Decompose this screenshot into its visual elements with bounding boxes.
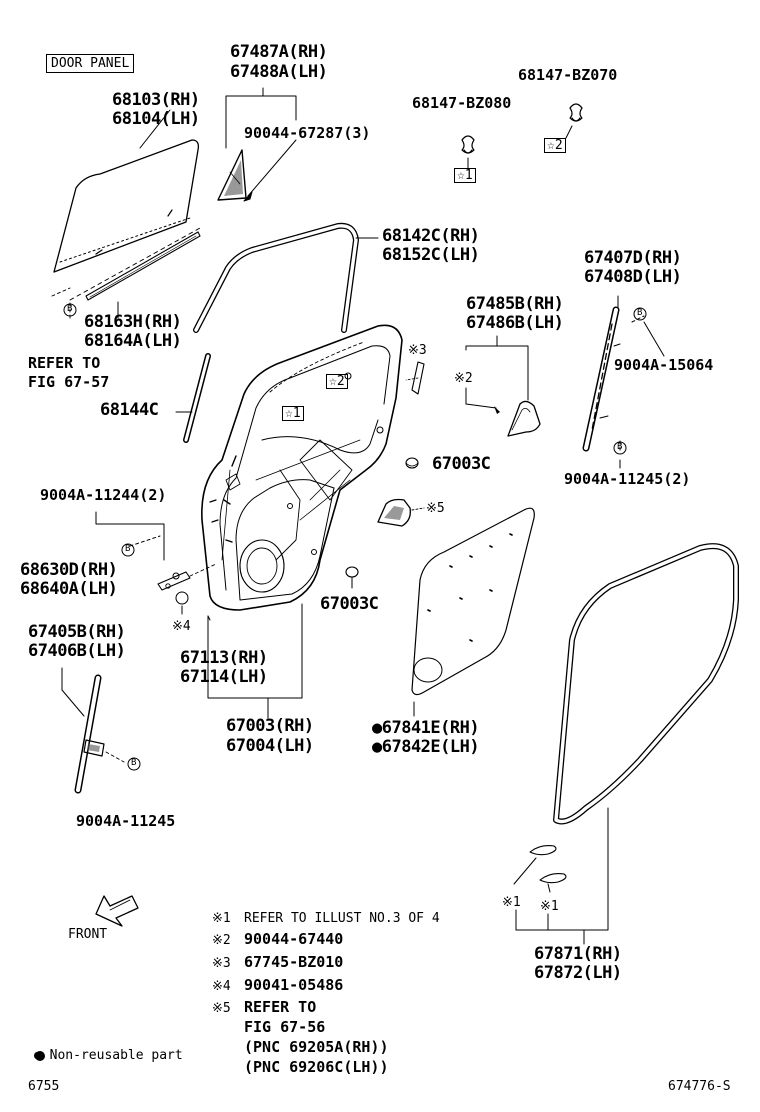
b-marker: B	[125, 544, 131, 554]
note-text: 90041-05486	[244, 976, 344, 994]
legend-dot-icon	[35, 1051, 45, 1061]
b-marker: B	[131, 758, 137, 768]
note-text: REFER TO ILLUST NO.3 OF 4	[244, 911, 440, 926]
leader-lines	[515, 807, 609, 945]
glass-run-channel	[193, 222, 379, 333]
part-number: 67003C	[320, 594, 379, 614]
part-number: 9004A-11244(2)	[40, 486, 167, 504]
kome-marker: ※3	[408, 343, 427, 358]
door-weatherstrip	[513, 543, 739, 893]
part-number: 67003C	[432, 454, 491, 474]
part-number: 68163H(RH)	[84, 312, 182, 332]
clip-bz070	[565, 103, 583, 139]
leader-lines	[465, 335, 529, 401]
part-number: 68142C(RH)	[382, 226, 480, 246]
star-marker: ☆1	[282, 406, 304, 421]
part-number: 67114(LH)	[180, 667, 268, 687]
leader-lines	[95, 315, 665, 719]
kome-marker: ※1	[502, 895, 521, 910]
part-number: 68640A(LH)	[20, 579, 118, 599]
star-marker: ☆2	[326, 374, 348, 389]
s-mark	[175, 591, 189, 605]
part-number: 67406B(LH)	[28, 641, 126, 661]
hole-plug-67003c	[345, 457, 419, 589]
part-number: 68104(LH)	[112, 109, 200, 129]
part-number: 67113(RH)	[180, 648, 268, 668]
part-number: 68103(RH)	[112, 90, 200, 110]
note-text: REFER TO	[244, 998, 317, 1016]
note-mark: ※5	[212, 1001, 231, 1016]
part-number: 67488A(LH)	[230, 62, 328, 82]
refer-note: REFER TO	[28, 354, 101, 372]
star-marker: ☆2	[544, 138, 566, 153]
note-text: (PNC 69205A(RH))	[244, 1038, 389, 1056]
service-hole-cover	[411, 507, 535, 717]
front-arrow-icon	[95, 895, 139, 927]
hole-plug-small	[405, 361, 425, 395]
note-mark: ※2	[212, 933, 231, 948]
b-marker: B	[67, 304, 73, 314]
door-side-cover	[465, 387, 541, 437]
part-number: 68147-BZ070	[518, 66, 618, 84]
part-number: 67485B(RH)	[466, 294, 564, 314]
note-mark: ※4	[212, 979, 231, 994]
rear-lower-bar	[61, 667, 125, 794]
leader-lines	[225, 87, 297, 202]
part-number: 67487A(RH)	[230, 42, 328, 62]
page-code: 6755	[28, 1079, 60, 1094]
inside-handle	[377, 498, 425, 527]
part-number: 9004A-11245	[76, 812, 176, 830]
kome-marker: ※1	[540, 899, 559, 914]
door-check	[157, 563, 217, 591]
b-marker: B	[637, 308, 643, 318]
b-circles	[63, 303, 647, 771]
part-number: 67003(RH)	[226, 716, 314, 736]
note-mark: ※1	[212, 911, 231, 926]
part-number: 67407D(RH)	[584, 248, 682, 268]
part-number: 67872(LH)	[534, 963, 622, 983]
rear-door-shell	[201, 324, 403, 611]
part-number: ●67842E(LH)	[372, 737, 480, 757]
part-number: 68144C	[100, 400, 159, 420]
part-number: 67871(RH)	[534, 944, 622, 964]
part-number: ●67841E(RH)	[372, 718, 480, 738]
part-number: 67405B(RH)	[28, 622, 126, 642]
illustration-code: 674776-S	[668, 1079, 731, 1094]
part-number: 67004(LH)	[226, 736, 314, 756]
legend-text: ● Non-reusable part	[34, 1048, 183, 1063]
note-mark: ※3	[212, 956, 231, 971]
part-number: 68147-BZ080	[412, 94, 512, 112]
part-number: 9004A-15064	[614, 356, 714, 374]
clip-bz080	[461, 135, 475, 169]
refer-note: FIG 67-57	[28, 373, 110, 391]
kome-marker: ※2	[454, 371, 473, 386]
part-number: 67408D(LH)	[584, 267, 682, 287]
note-text: 90044-67440	[244, 930, 344, 948]
kome-marker: ※5	[426, 501, 445, 516]
section-label: DOOR PANEL	[46, 54, 135, 73]
b-marker: B	[617, 442, 623, 452]
kome-marker: ※4	[172, 619, 191, 634]
part-number: 68152C(LH)	[382, 245, 480, 265]
quarter-window-glass	[217, 149, 247, 201]
part-number: 68630D(RH)	[20, 560, 118, 580]
note-text: (PNC 69206C(LH))	[244, 1058, 389, 1076]
division-bar	[582, 295, 621, 452]
part-number: 68164A(LH)	[84, 331, 182, 351]
door-window-glass	[51, 109, 201, 319]
note-text: FIG 67-56	[244, 1018, 326, 1036]
part-number: 67486B(LH)	[466, 313, 564, 333]
lower-glass-channel	[175, 353, 211, 443]
note-text: 67745-BZ010	[244, 953, 344, 971]
part-number: 90044-67287(3)	[244, 124, 371, 142]
front-label: FRONT	[68, 927, 108, 942]
star-marker: ☆1	[454, 168, 476, 183]
part-number: 9004A-11245(2)	[564, 470, 691, 488]
